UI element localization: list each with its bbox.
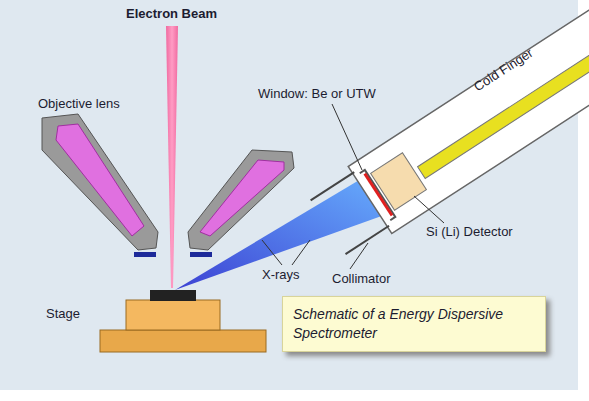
leader-line [292, 240, 310, 265]
collimator-lower [345, 226, 389, 254]
part-label: Objective lens [38, 96, 120, 112]
detector-housing [360, 170, 396, 220]
pole-piece-right [190, 252, 212, 257]
stage-block [126, 300, 220, 330]
window [365, 174, 392, 216]
part-label: Electron Beam [126, 6, 217, 22]
collimator-upper [311, 172, 355, 200]
pole-piece-left [134, 252, 156, 257]
si-li-crystal [371, 153, 427, 211]
leader-line [350, 243, 368, 269]
cold-finger [418, 24, 589, 178]
objective-lens-left [42, 114, 158, 250]
stage-base [100, 330, 266, 352]
part-label: Collimator [332, 271, 391, 287]
part-label: X-rays [262, 267, 300, 283]
sample [150, 290, 196, 301]
leader-line [332, 104, 362, 170]
background-panel [0, 0, 578, 390]
leader-line [262, 240, 282, 265]
detector-assembly [306, 0, 589, 261]
x-ray-cone [175, 176, 390, 290]
caption-box: Schematic of a Energy Dispersive Spectro… [282, 296, 546, 352]
detector-tube [348, 0, 589, 234]
part-label: Si (Li) Detector [426, 224, 513, 240]
electron-beam [166, 26, 178, 288]
lens-coil-left [56, 124, 144, 236]
leader-line [414, 196, 444, 223]
part-label: Stage [46, 306, 80, 322]
caption-text: Schematic of a Energy Dispersive Spectro… [293, 305, 535, 343]
part-label: Window: Be or UTW [258, 86, 376, 102]
lens-coil-right [200, 160, 284, 236]
